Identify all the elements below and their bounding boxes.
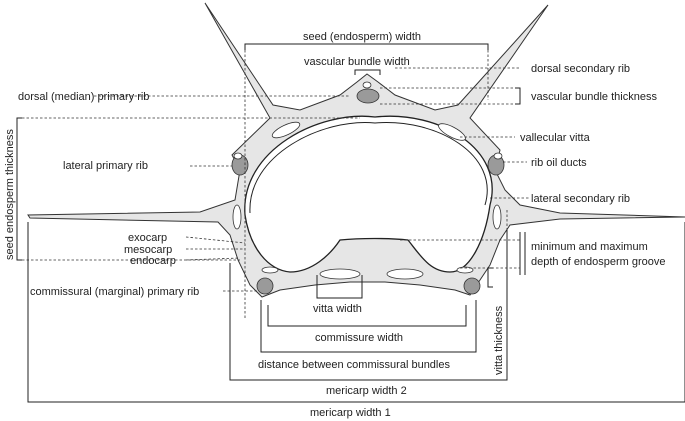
left-commissural-bundle	[256, 277, 274, 295]
vitta-width-bracket	[316, 275, 363, 299]
exocarp-lead	[185, 236, 246, 244]
seed-width-label: seed (endosperm) width	[303, 31, 421, 43]
commissure-width-label: commissure width	[315, 332, 403, 344]
mericarp-width-2-label: mericarp width 2	[326, 385, 407, 397]
groove-depth-label-line2: depth of endosperm groove	[531, 256, 666, 268]
vitta-lateral-right	[492, 204, 502, 230]
vascular-bundle-thickness-label: vascular bundle thickness	[531, 91, 657, 103]
right-commissural-bundle	[463, 277, 481, 295]
vitta-thickness-label: vitta thickness	[493, 305, 505, 375]
seed-width-bracket	[244, 43, 489, 50]
dorsal-secondary-rib-label: dorsal secondary rib	[531, 63, 630, 75]
vitta-right	[438, 123, 466, 141]
vascular-bundle-thickness-bracket	[515, 87, 521, 105]
mericarp-width-1-label: mericarp width 1	[310, 407, 391, 419]
vascular-bundle-width-bracket	[354, 69, 381, 75]
seed-endosperm-thickness-label: seed endosperm thickness	[4, 129, 16, 260]
lateral-secondary-rib-label: lateral secondary rib	[531, 193, 630, 205]
rib-oil-ducts-label: rib oil ducts	[531, 157, 587, 169]
vascular-bundle-width-label: vascular bundle width	[304, 56, 410, 68]
endocarp-lead	[185, 257, 241, 261]
vitta-width-label: vitta width	[313, 303, 362, 315]
vitta-left	[271, 121, 301, 139]
mericarp-width-1-bracket	[27, 222, 685, 403]
vitta-lateral-left	[232, 204, 242, 230]
dorsal-primary-rib-label: dorsal (median) primary rib	[18, 91, 149, 103]
marginal-vitta-left	[261, 266, 279, 274]
commissural-primary-rib-label: commissural (marginal) primary rib	[30, 286, 199, 298]
endosperm	[244, 115, 493, 273]
commissure-width-bracket	[267, 305, 467, 327]
vitta-thickness-bracket	[487, 267, 493, 288]
dorsal-rib-bundle	[356, 88, 380, 104]
commissural-vitta-left	[319, 268, 361, 280]
groove-depth-label-line1: minimum and maximum	[531, 241, 648, 253]
lateral-primary-rib-label: lateral primary rib	[63, 160, 148, 172]
commissural-distance-bracket	[260, 300, 477, 353]
left-lateral-duct	[233, 152, 243, 160]
endocarp-label: endocarp	[130, 255, 176, 267]
exocarp-label: exocarp	[128, 232, 167, 244]
mesocarp-label: mesocarp	[124, 244, 172, 256]
seed-endosperm-thickness-bracket	[16, 117, 22, 261]
commissural-vitta-right	[386, 268, 424, 280]
marginal-vitta-right	[456, 266, 474, 274]
mericarp-width-2-bracket	[229, 230, 508, 381]
commissural-distance-label: distance between commissural bundles	[258, 359, 450, 371]
seed-coat-inner	[249, 122, 488, 214]
vallecular-vitta-label: vallecular vitta	[520, 132, 591, 144]
dorsal-rib-duct	[362, 81, 372, 89]
right-lateral-duct	[493, 152, 503, 160]
